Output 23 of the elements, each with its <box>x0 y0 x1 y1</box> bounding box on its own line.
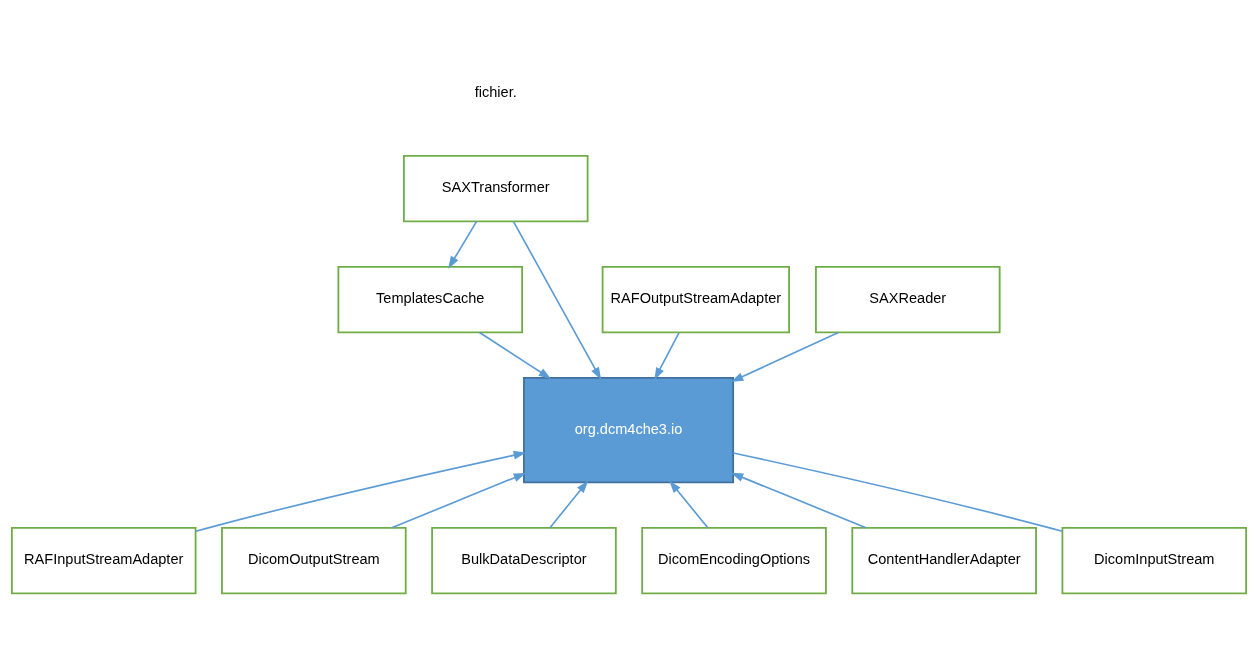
arrow <box>654 331 680 380</box>
arrow <box>512 220 602 380</box>
arrow <box>730 472 867 529</box>
node-box: RAFOutputStreamAdapter <box>601 265 790 334</box>
node-box: BulkDataDescriptor <box>431 526 617 595</box>
connector <box>732 452 1064 533</box>
node-box: RAFInputStreamAdapter <box>10 526 197 595</box>
arrow <box>478 331 552 379</box>
node-box: TemplatesCache <box>337 265 524 334</box>
node-box: org.dcm4che3.io <box>523 376 735 484</box>
arrow <box>448 220 478 269</box>
node-box: SAXReader <box>815 265 1001 334</box>
arrow <box>549 480 589 529</box>
node-box: SAXTransformer <box>402 154 589 223</box>
arrow <box>669 480 709 529</box>
node-box: ContentHandlerAdapter <box>851 526 1037 595</box>
node-box: DicomOutputStream <box>221 526 407 595</box>
node-box: DicomEncodingOptions <box>641 526 827 595</box>
node-box: DicomInputStream <box>1061 526 1248 595</box>
label: fichier. <box>474 84 517 101</box>
arrow <box>194 450 526 533</box>
arrow <box>390 472 527 529</box>
arrow <box>731 331 840 382</box>
